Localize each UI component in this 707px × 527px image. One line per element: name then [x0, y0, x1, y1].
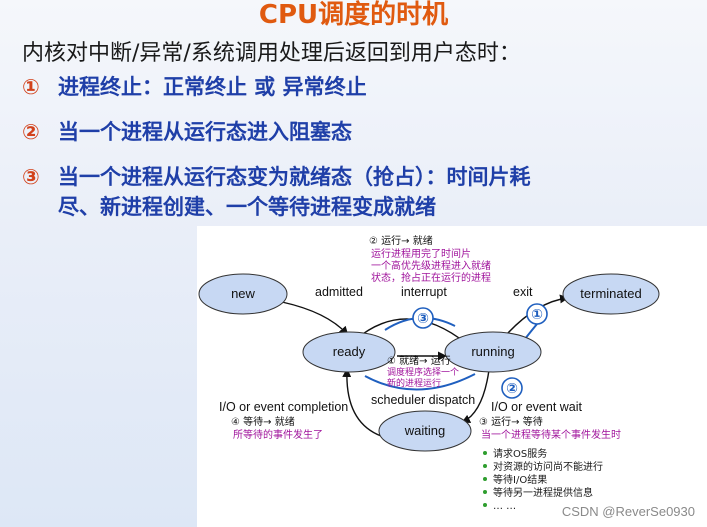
badge-2: ②: [506, 381, 518, 397]
state-diagram-svg: new ready running waiting terminated adm…: [198, 234, 660, 512]
state-new: [198, 273, 288, 315]
state-terminated-label: terminated: [580, 286, 641, 301]
timing-item-3: ③ 当一个进程从运行态变为就绪态（抢占）：时间片耗: [22, 162, 531, 192]
item-number: ①: [22, 75, 40, 99]
note-wait-line: 当一个进程等待某个事件发生时: [481, 428, 621, 441]
item-text: 当一个进程从运行态进入阻塞态: [58, 120, 352, 144]
bullet-dot: [483, 464, 487, 468]
note-interrupt-line: 状态，抢占正在运行的进程: [371, 271, 491, 284]
bullet-dot: [483, 490, 487, 494]
process-state-diagram: new ready running waiting terminated adm…: [197, 226, 707, 527]
state-terminated: [562, 273, 660, 315]
edge-label-interrupt: interrupt: [401, 285, 447, 299]
bullet-dot: [483, 477, 487, 481]
state-ready-label: ready: [333, 344, 366, 359]
item-text: 当一个进程从运行态变为就绪态（抢占）：时间片耗: [58, 165, 531, 189]
annotation-arrow-dispatch: [364, 373, 476, 391]
badge-2-circle: [501, 377, 523, 399]
edge-admitted: [281, 301, 349, 336]
state-running: [444, 331, 542, 373]
note-completion-head: ④ 等待→ 就绪: [231, 415, 295, 428]
state-new-label: new: [231, 286, 255, 301]
state-waiting-label: waiting: [404, 423, 445, 438]
watermark: CSDN @ReverSe0930: [561, 504, 695, 519]
note-interrupt-head: ② 运行→ 就绪: [369, 234, 433, 247]
item-number: ③: [22, 165, 40, 189]
wait-reason-item: 等待另一进程提供信息: [493, 486, 593, 499]
intro-text: 内核对中断/异常/系统调用处理后返回到用户态时：: [22, 41, 521, 66]
item-text: 尽、新进程创建、一个等待进程变成就绪: [58, 195, 436, 219]
note-interrupt-line: 运行进程用完了时间片: [371, 247, 471, 260]
note-interrupt-line: 一个高优先级进程进入就绪: [371, 259, 491, 272]
edge-label-admitted: admitted: [315, 285, 363, 299]
edge-io-wait: [461, 369, 490, 423]
edge-label-io-wait: I/O or event wait: [491, 400, 583, 414]
edge-label-io-completion: I/O or event completion: [219, 400, 348, 414]
state-ready: [302, 331, 396, 373]
wait-reason-item: 请求OS服务: [493, 447, 547, 460]
wait-reason-item: 对资源的访问尚不能进行: [493, 460, 603, 473]
note-wait-head: ③ 运行→ 等待: [479, 415, 543, 428]
bullet-dot: [483, 451, 487, 455]
edge-io-completion: [342, 368, 382, 437]
wait-reason-item: … …: [493, 501, 516, 512]
item-text: 进程终止：正常终止 或 异常终止: [58, 75, 367, 99]
wait-reason-item: 等待I/O结果: [493, 473, 547, 486]
wait-reasons-list: 请求OS服务 对资源的访问尚不能进行 等待I/O结果 等待另一进程提供信息 … …: [483, 447, 603, 512]
timing-item-1: ① 进程终止：正常终止 或 异常终止: [22, 72, 367, 102]
item-number: ②: [22, 120, 40, 144]
note-dispatch-head: ① 就绪→ 运行: [387, 354, 451, 367]
note-dispatch-line: 新的进程运行: [387, 377, 441, 389]
badge-3: ③: [417, 311, 429, 327]
badge-1-circle: [526, 303, 548, 325]
note-dispatch-line: 调度程序选择一个: [387, 366, 459, 378]
note-completion-line: 所等待的事件发生了: [233, 428, 323, 441]
state-waiting: [378, 410, 472, 452]
edge-label-scheduler-dispatch: scheduler dispatch: [371, 393, 475, 407]
page-title: CPU调度的时机: [258, 0, 449, 30]
state-running-label: running: [471, 344, 514, 359]
timing-item-2: ② 当一个进程从运行态进入阻塞态: [22, 117, 352, 147]
bullet-dot: [483, 503, 487, 507]
badge-3-circle: [412, 307, 434, 329]
timing-item-3-continued: 尽、新进程创建、一个等待进程变成就绪: [58, 192, 436, 222]
badge-1: ①: [531, 307, 543, 323]
edge-label-exit: exit: [513, 285, 533, 299]
